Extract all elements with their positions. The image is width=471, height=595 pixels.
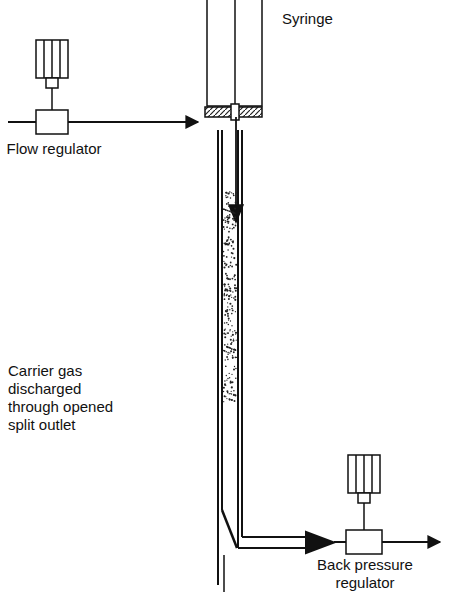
split-outlet-label: Carrier gas discharged through opened sp… xyxy=(8,362,120,434)
gas-arrow xyxy=(68,121,198,123)
flow-regulator-label: Flow regulator xyxy=(6,140,102,158)
exhaust-arrow xyxy=(382,541,440,543)
sample-vapour xyxy=(222,191,237,402)
syringe xyxy=(205,0,262,222)
back-pressure-regulator-label: Back pressure regulator xyxy=(300,556,430,592)
back-pressure-regulator xyxy=(346,455,382,554)
split-outlet xyxy=(238,532,346,553)
syringe-label: Syringe xyxy=(282,10,402,28)
injector-liner xyxy=(218,130,242,592)
flow-regulator xyxy=(36,40,68,134)
gas-line xyxy=(8,121,36,123)
